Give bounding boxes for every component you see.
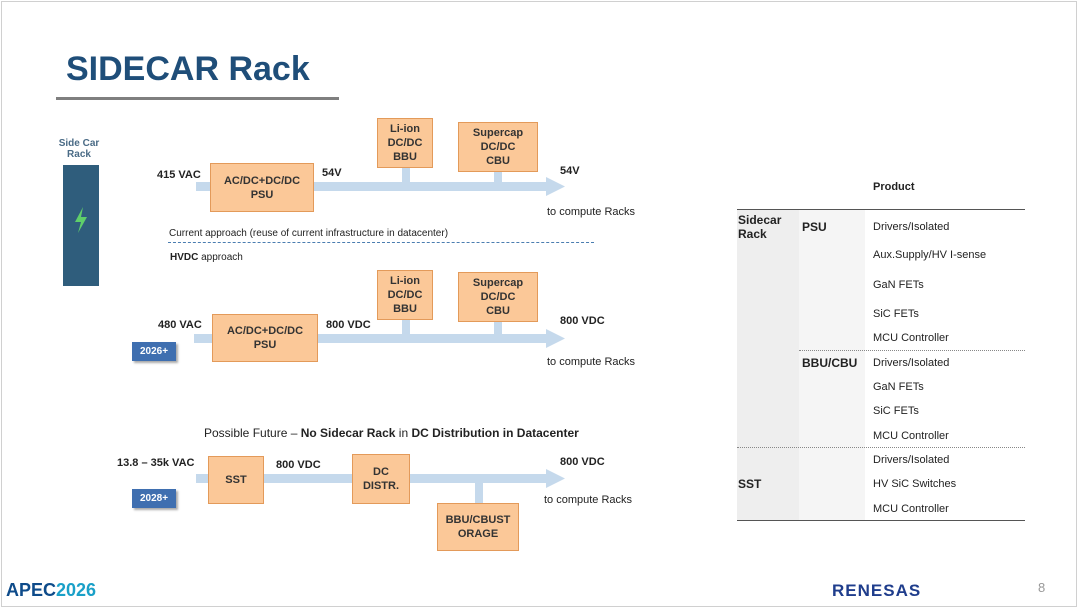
d1-input-label: 415 VAC: [157, 169, 201, 181]
table-group-sidecar: Sidecar Rack: [738, 213, 782, 241]
table-top-rule: [737, 209, 1025, 210]
table-psu-item: GaN FETs: [873, 279, 924, 291]
table-bbu-item: SiC FETs: [873, 405, 919, 417]
d3-storage-box: BBU/CBUST ORAGE: [437, 503, 519, 551]
table-bottom-rule: [737, 520, 1025, 521]
arrow-left-2: [194, 334, 212, 343]
stub-bbu-1: [402, 168, 410, 184]
d1-psu-box: AC/DC+DC/DC PSU: [210, 163, 314, 212]
sidecar-rack-graphic: [63, 165, 99, 286]
slide-title: SIDECAR Rack: [66, 50, 310, 88]
d1-destination-label: to compute Racks: [547, 206, 636, 218]
table-sst-item: HV SiC Switches: [873, 478, 957, 490]
d1-output-label: 54V: [560, 165, 580, 177]
d3-input-label: 13.8 – 35k VAC: [117, 457, 195, 469]
d2-cbu-box: Supercap DC/DC CBU: [458, 272, 538, 322]
d2-output-label: 800 VDC: [560, 315, 605, 327]
arrow-left-1: [196, 182, 210, 191]
table-bbu-item: GaN FETs: [873, 381, 924, 393]
arrow-head-3: [546, 469, 565, 488]
d2-destination-label: to compute Racks: [547, 356, 636, 368]
lightning-bolt-icon: [75, 207, 87, 233]
approach-divider: [168, 242, 594, 243]
d3-destination-label: to compute Racks: [544, 494, 633, 506]
table-header-product: Product: [873, 181, 915, 193]
d2-bus-label: 800 VDC: [326, 319, 371, 331]
arrow-head-1: [546, 177, 565, 196]
table-group-sst: SST: [738, 477, 762, 491]
d3-output-label: 800 VDC: [560, 456, 605, 468]
hvdc-bold: HVDC: [170, 252, 199, 263]
d2-bbu-box: Li-ion DC/DC BBU: [377, 270, 433, 320]
apec-logo-b: 2026: [56, 580, 97, 600]
table-psu-item: MCU Controller: [873, 332, 949, 344]
table-sst-item: MCU Controller: [873, 503, 949, 515]
future-p1: Possible Future –: [204, 426, 301, 440]
arrow-head-2: [546, 329, 565, 348]
hvdc-rest: approach: [198, 252, 243, 263]
table-psu-item: Drivers/Isolated: [873, 221, 950, 233]
stub-bbu-2: [402, 319, 410, 336]
table-category-psu: PSU: [802, 220, 827, 234]
table-category-shade: [799, 210, 865, 520]
stub-cbu-1: [494, 172, 502, 184]
arrow-shaft-2: [318, 334, 548, 343]
page-number: 8: [1038, 580, 1046, 595]
d3-dc-distribution-box: DC DISTR.: [352, 454, 410, 504]
hvdc-approach-note: HVDC approach: [170, 252, 243, 263]
rack-label: Side Car Rack: [58, 138, 100, 160]
arrow-shaft-1: [314, 182, 548, 191]
apec-logo-a: APEC: [6, 580, 57, 600]
future-p3: in: [395, 426, 412, 440]
table-divider-psu-bbu: [799, 350, 1025, 351]
d1-cbu-box: Supercap DC/DC CBU: [458, 122, 538, 172]
d1-bus-label: 54V: [322, 167, 342, 179]
table-group-shade: [737, 210, 799, 520]
d3-bus-label: 800 VDC: [276, 459, 321, 471]
table-sst-item: Drivers/Isolated: [873, 454, 950, 466]
d2-input-label: 480 VAC: [158, 319, 202, 331]
arrow-left-3: [196, 474, 208, 483]
stub-cbu-2: [494, 322, 502, 336]
stub-storage-3: [475, 481, 483, 503]
table-psu-item: Aux.Supply/HV I-sense: [873, 249, 987, 261]
d3-year-badge: 2028+: [132, 489, 176, 508]
apec-logo: APEC2026: [6, 580, 96, 601]
d3-sst-box: SST: [208, 456, 264, 504]
current-approach-note: Current approach (reuse of current infra…: [169, 228, 449, 239]
future-caption: Possible Future – No Sidecar Rack in DC …: [204, 426, 579, 440]
d2-psu-box: AC/DC+DC/DC PSU: [212, 314, 318, 362]
d1-bbu-box: Li-ion DC/DC BBU: [377, 118, 433, 168]
future-p4: DC Distribution in Datacenter: [411, 426, 579, 440]
table-divider-bbu-sst: [737, 447, 1025, 448]
title-underline: [56, 97, 339, 100]
future-p2: No Sidecar Rack: [300, 426, 396, 440]
table-psu-item: SiC FETs: [873, 308, 919, 320]
d2-year-badge: 2026+: [132, 342, 176, 361]
renesas-logo: RENESAS: [832, 581, 922, 600]
table-category-bbu: BBU/CBU: [802, 356, 858, 370]
table-bbu-item: MCU Controller: [873, 430, 949, 442]
table-bbu-item: Drivers/Isolated: [873, 357, 950, 369]
